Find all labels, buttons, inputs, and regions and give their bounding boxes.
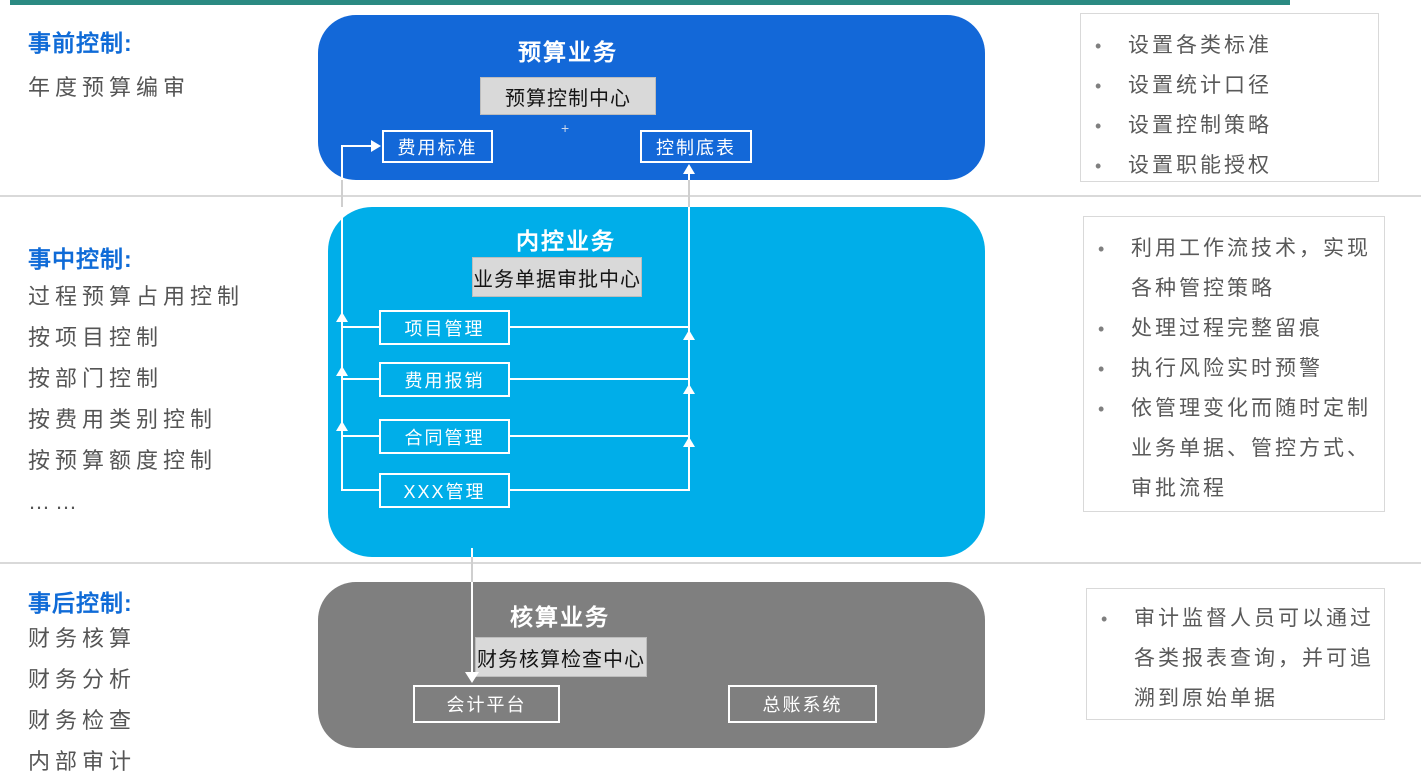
control-base-table-box: 控制底表 <box>640 130 752 163</box>
note-item: 设置职能授权 <box>1081 146 1370 186</box>
post-control-item: 财务检查 <box>28 708 137 733</box>
connector-left-riser-gap <box>341 180 343 207</box>
connector-expense-left <box>341 378 379 380</box>
note-item: 执行风险实时预警 <box>1084 349 1376 389</box>
project-management-box: 项目管理 <box>379 310 510 345</box>
internal-control-section: 内控业务 业务单据审批中心 项目管理 费用报销 合同管理 XXX管理 <box>328 207 985 557</box>
connector-right-riser-gap <box>688 180 690 207</box>
arrow-up-icon <box>683 437 695 447</box>
note-item: 设置统计口径 <box>1081 66 1370 106</box>
connector-right-riser-cyan <box>688 207 690 491</box>
mid-control-item: 按部门控制 <box>28 366 164 391</box>
mid-control-heading: 事中控制: <box>28 246 133 272</box>
expense-standard-box: 费用标准 <box>382 130 493 163</box>
note-item: 利用工作流技术，实现各种管控策略 <box>1084 229 1376 309</box>
note-item: 设置控制策略 <box>1081 106 1370 146</box>
pre-control-item: 年度预算编审 <box>28 75 191 100</box>
connector-contract-right <box>510 435 688 437</box>
accounting-section-title: 核算业务 <box>510 604 610 630</box>
note-item: 审计监督人员可以通过各类报表查询，并可追溯到原始单据 <box>1087 599 1376 719</box>
mid-control-notes-panel: 利用工作流技术，实现各种管控策略 处理过程完整留痕 执行风险实时预警 依管理变化… <box>1083 216 1385 512</box>
mid-control-item: 按预算额度控制 <box>28 448 218 473</box>
post-control-notes-panel: 审计监督人员可以通过各类报表查询，并可追溯到原始单据 <box>1086 588 1385 720</box>
arrow-up-icon <box>336 366 348 376</box>
connector-drop-cyan <box>471 548 473 557</box>
accounting-platform-box: 会计平台 <box>413 685 560 723</box>
arrow-up-icon <box>336 312 348 322</box>
post-control-item: 财务核算 <box>28 626 137 651</box>
arrow-right-icon <box>371 140 381 152</box>
section-divider-top <box>0 195 1421 197</box>
connector-drop-gray <box>471 582 473 674</box>
arrow-up-icon <box>683 384 695 394</box>
budget-section-title: 预算业务 <box>518 39 618 65</box>
connector-drop-gap <box>471 557 473 582</box>
post-control-heading: 事后控制: <box>28 590 133 616</box>
mid-control-item: 按费用类别控制 <box>28 407 218 432</box>
connector-left-riser-cyan <box>341 207 343 491</box>
budget-control-center-box: 预算控制中心 <box>480 77 656 115</box>
connector-right-riser-blue <box>688 172 690 180</box>
connector-project-left <box>341 326 379 328</box>
connector-xxx-left <box>341 489 379 491</box>
mid-control-item: …… <box>28 489 82 514</box>
connector-left-riser-blue <box>341 145 343 180</box>
internal-control-section-title: 内控业务 <box>516 228 616 254</box>
section-divider-bottom <box>0 562 1421 564</box>
mid-control-item: 按项目控制 <box>28 325 164 350</box>
connector-project-right <box>510 326 688 328</box>
mid-control-item: 过程预算占用控制 <box>28 284 245 309</box>
post-control-item: 财务分析 <box>28 667 137 692</box>
connector-contract-left <box>341 435 379 437</box>
connector-expense-right <box>510 378 688 380</box>
arrow-up-icon <box>683 164 695 174</box>
note-item: 设置各类标准 <box>1081 26 1370 66</box>
post-control-item: 内部审计 <box>28 749 137 774</box>
general-ledger-box: 总账系统 <box>728 685 877 723</box>
connector-left-to-expense-standard <box>341 145 374 147</box>
xxx-management-box: XXX管理 <box>379 473 510 508</box>
arrow-up-icon <box>336 421 348 431</box>
arrow-up-icon <box>683 330 695 340</box>
connector-xxx-right <box>510 489 688 491</box>
pre-control-notes-panel: 设置各类标准 设置统计口径 设置控制策略 设置职能授权 <box>1080 13 1379 186</box>
note-item: 处理过程完整留痕 <box>1084 309 1376 349</box>
plus-mark: + <box>561 120 570 136</box>
document-approval-center-box: 业务单据审批中心 <box>472 257 642 297</box>
arrow-down-icon <box>465 672 479 683</box>
contract-management-box: 合同管理 <box>379 419 510 454</box>
accounting-section: 核算业务 财务核算检查中心 会计平台 总账系统 <box>318 582 985 748</box>
budget-section: 预算业务 预算控制中心 + 费用标准 控制底表 <box>318 15 985 180</box>
note-item: 依管理变化而随时定制业务单据、管控方式、审批流程 <box>1084 389 1376 509</box>
expense-reimbursement-box: 费用报销 <box>379 362 510 397</box>
top-accent-bar <box>10 0 1290 5</box>
pre-control-heading: 事前控制: <box>28 30 133 56</box>
accounting-check-center-box: 财务核算检查中心 <box>475 637 647 677</box>
